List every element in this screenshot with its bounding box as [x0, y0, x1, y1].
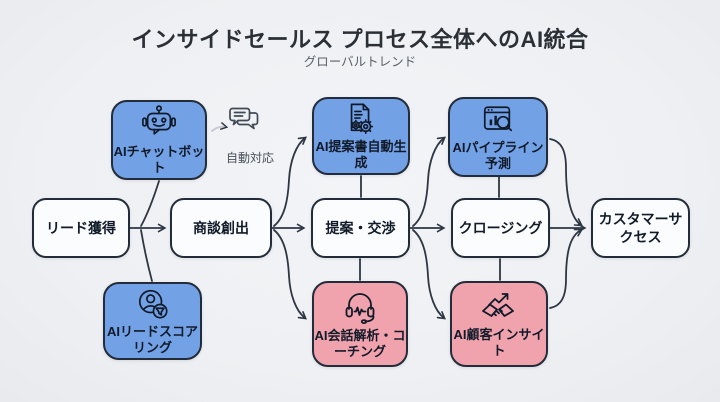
headset-waveform-icon [345, 292, 375, 324]
ai-node-conversation-coaching: AI会話解析・コーチング [312, 281, 408, 367]
ai-node-label: AIリードスコアリング [106, 323, 198, 355]
ai-node-proposal-generation: AI提案書自動生成 [312, 97, 410, 175]
robot-icon [142, 104, 176, 135]
edge-junction-to-scoring [140, 229, 153, 282]
node-customer-success: カスタマーサクセス [591, 198, 690, 258]
node-label: 商談創出 [193, 219, 249, 236]
edge-deal-to-coaching [273, 229, 307, 320]
ai-node-label: AI会話解析・コーチング [314, 327, 406, 359]
node-closing: クロージング [451, 198, 550, 258]
edge-proposal-to-pipeline [412, 136, 446, 227]
ai-node-label: AIパイプライン予測 [452, 139, 544, 171]
node-label: リード獲得 [46, 219, 116, 236]
edge-proposal-to-insight [412, 229, 446, 320]
node-label: クロージング [458, 219, 543, 236]
ai-node-pipeline-forecast: AIパイプライン予測 [448, 97, 548, 177]
ai-node-chatbot: AIチャットボット [111, 100, 207, 180]
person-funnel-icon [138, 289, 168, 319]
edge-chatbot-to-annotation [211, 122, 229, 132]
node-deal-creation: 商談創出 [170, 198, 272, 258]
ai-node-label: AI顧客インサイト [453, 326, 545, 358]
ai-node-lead-scoring: AIリードスコアリング [103, 282, 202, 360]
edge-pipeline-to-success [549, 138, 584, 227]
node-proposal-negotiation: 提案・交渉 [311, 198, 410, 258]
auto-response-label: 自動対応 [225, 151, 274, 165]
handshake-growth-icon [482, 292, 514, 317]
edge-chatbot-to-junction [140, 180, 160, 227]
slide-title: インサイドセールス プロセス全体へのAI統合 [131, 27, 589, 52]
ai-node-label: AI提案書自動生成 [315, 138, 407, 170]
chart-magnifier-icon [483, 106, 513, 131]
node-lead-acquisition: リード獲得 [32, 198, 130, 258]
ai-node-label: AIチャットボット [113, 143, 205, 175]
node-label: 提案・交渉 [325, 219, 396, 236]
edge-insight-to-success [549, 228, 584, 309]
node-label: カスタマーサクセス [598, 210, 683, 245]
document-gear-icon [350, 103, 374, 134]
chat-bubbles-icon [229, 107, 259, 130]
slide-subtitle: グローバルトレンド [303, 55, 417, 69]
ai-node-customer-insight: AI顧客インサイト [450, 281, 548, 367]
